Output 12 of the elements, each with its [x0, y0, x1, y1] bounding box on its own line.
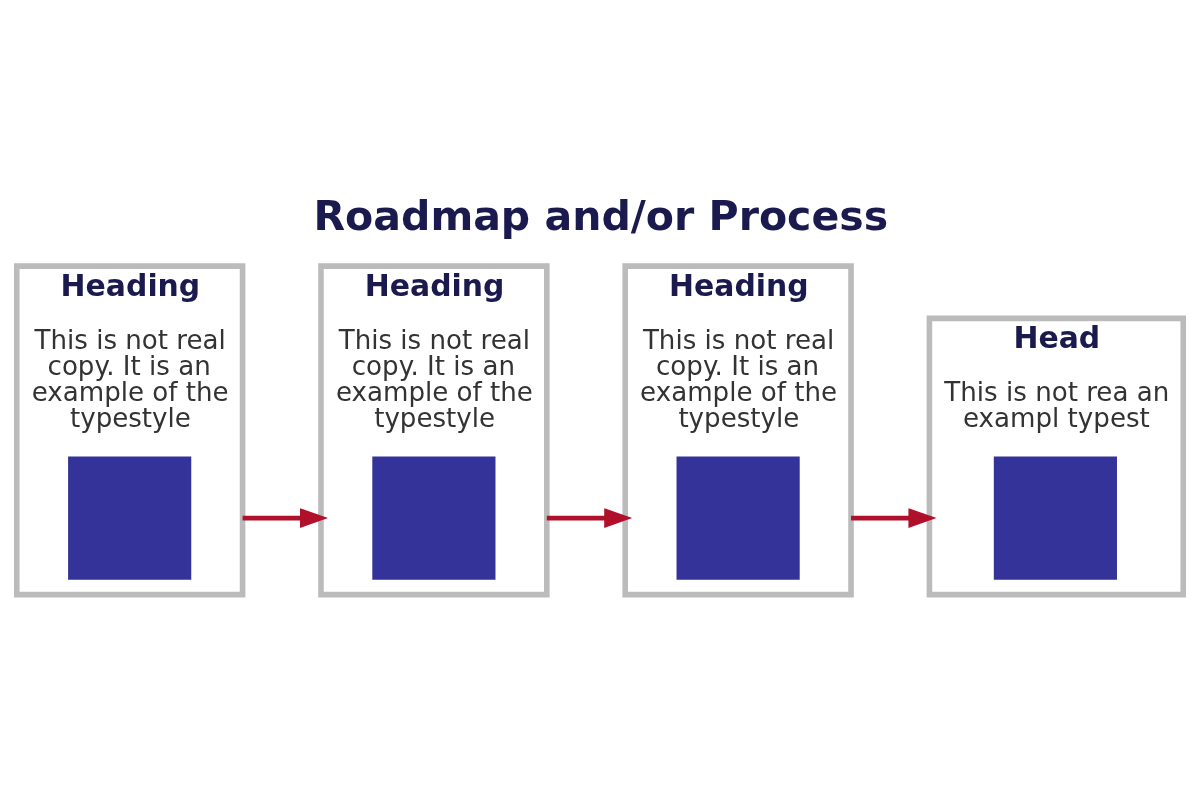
node-box — [993, 456, 1117, 580]
cluster: Heading This is not real copy. It is an example of the typestyle — [622, 262, 854, 597]
arrow — [242, 507, 329, 528]
diagram-title: Roadmap and/or Process — [313, 191, 889, 240]
node-box — [676, 456, 800, 580]
arrow — [546, 507, 633, 528]
cluster: Heading This is not real copy. It is an example of the typestyle — [318, 262, 550, 597]
node-box — [372, 456, 496, 580]
cluster: Head This is not rea an exampl typest — [926, 315, 1187, 597]
node-box — [68, 456, 192, 580]
cluster: Heading This is not real copy. It is an example of the typestyle — [13, 262, 246, 597]
arrow — [851, 507, 937, 528]
